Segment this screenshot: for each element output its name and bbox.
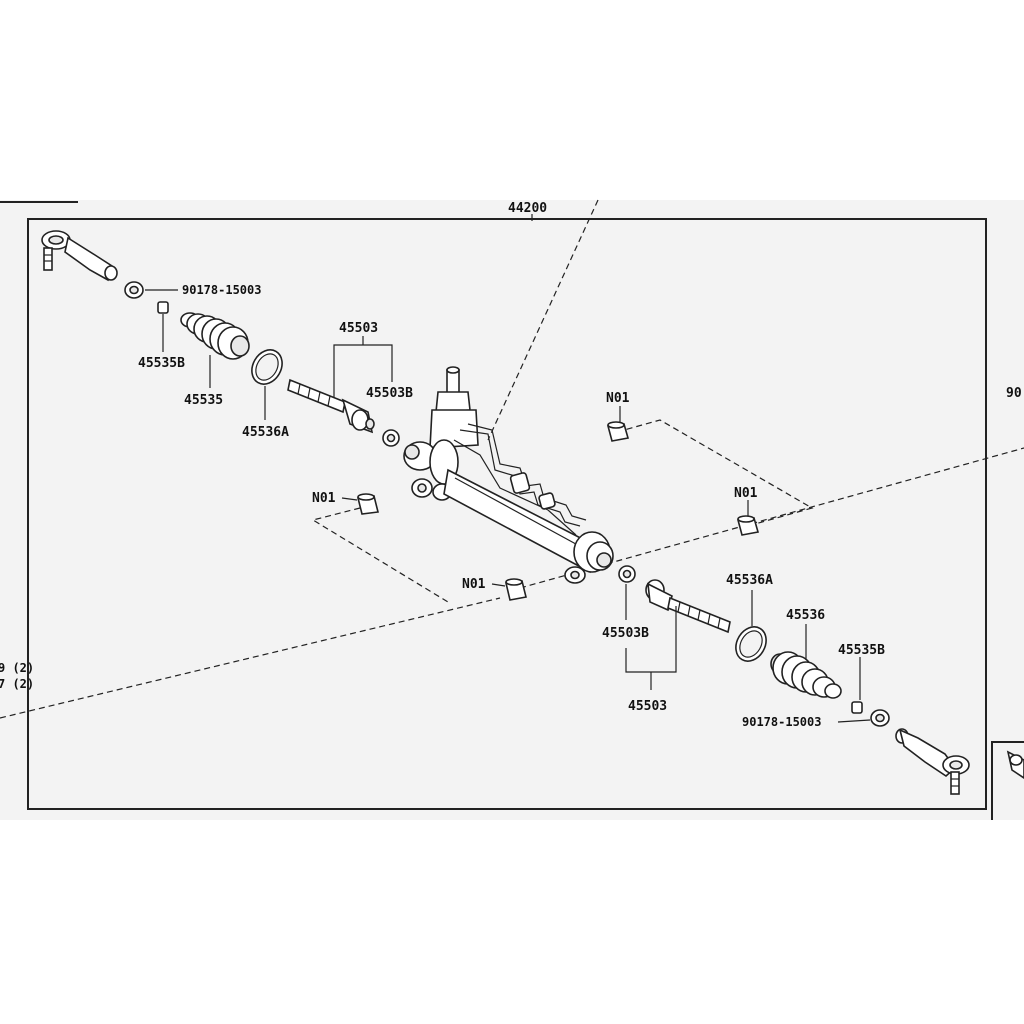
left-boot-clip	[157, 301, 169, 314]
right-boot-clip-label: 45535B	[838, 643, 885, 658]
bushing-right	[736, 515, 760, 536]
adjacent-part-fragment	[1006, 750, 1024, 779]
right-nut	[870, 709, 890, 727]
right-nut-leader	[837, 719, 871, 723]
left-tie-rod-end	[41, 230, 118, 282]
right-tie-rod-end	[895, 728, 970, 795]
top-right-bushing-dashed-group	[616, 419, 814, 525]
left-edge-label-a: 9 (2)	[0, 661, 34, 675]
left-rack-end	[287, 378, 375, 434]
right-long-dashed-line	[519, 447, 1024, 589]
bushing-left	[357, 493, 379, 515]
right-boot-clip	[851, 701, 863, 714]
left-rod-clip-label: 45503B	[366, 386, 413, 401]
right-edge-label: 90	[1006, 386, 1022, 401]
right-ring	[735, 626, 767, 662]
assembly-frame	[27, 218, 987, 810]
bushing-left-label: N01	[312, 491, 336, 506]
right-rack-end	[645, 579, 731, 634]
left-boot-label: 45535	[184, 393, 223, 408]
bushing-right-label: N01	[734, 486, 758, 501]
left-rod-label: 45503	[339, 321, 378, 336]
right-ring-label: 45536A	[726, 573, 773, 588]
assembly-dashed-leader	[487, 199, 599, 441]
assembly-label: 44200	[508, 201, 547, 216]
right-rod-clip	[618, 565, 636, 583]
right-boot	[770, 651, 842, 699]
left-edge-label-b: 7 (2)	[0, 677, 34, 691]
left-long-dashed-line	[0, 597, 501, 719]
left-bushing-dashed-group	[311, 507, 449, 603]
left-nut-label: 90178-15003	[182, 283, 261, 297]
left-boot	[180, 312, 250, 360]
bushing-top-label: N01	[606, 391, 630, 406]
right-boot-label: 45536	[786, 608, 825, 623]
left-boot-clip-label: 45535B	[138, 356, 185, 371]
right-rod-label: 45503	[628, 699, 667, 714]
left-ring	[251, 349, 283, 385]
right-nut-label: 90178-15003	[742, 715, 821, 729]
left-rod-clip	[382, 429, 400, 447]
bushing-bottom-label: N01	[462, 577, 486, 592]
bushing-top	[606, 421, 630, 442]
steering-gear-housing	[403, 366, 614, 584]
right-rod-clip-label: 45503B	[602, 626, 649, 641]
left-nut	[124, 281, 144, 299]
bottom-right-frame-edge	[991, 741, 1024, 820]
left-ring-label: 45536A	[242, 425, 289, 440]
bushing-left-leader	[341, 497, 358, 501]
bushing-bottom-leader	[491, 583, 506, 587]
bushing-bottom	[505, 578, 527, 601]
